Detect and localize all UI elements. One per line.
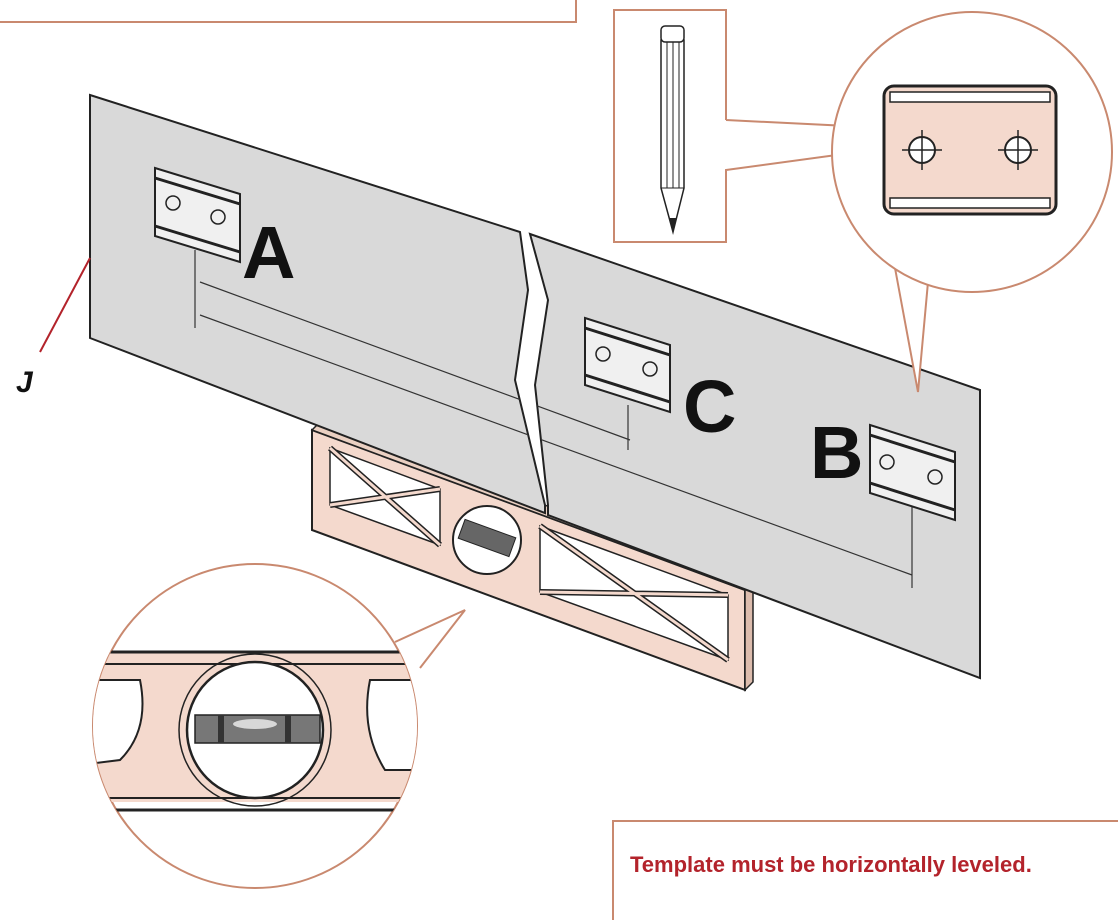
level-zoom-callout [92,563,466,889]
mounting-bracket-b-icon [869,423,956,522]
label-j: J [16,366,34,399]
instruction-note: Template must be horizontally leveled. [612,820,1118,920]
screw-hole-icon [902,130,942,170]
mounting-bracket-c-icon [584,316,671,414]
level-vial-icon [457,518,517,558]
dimension-lines [194,250,913,588]
pencil-icon [660,25,685,235]
label-c: C [683,365,736,448]
instruction-text: Template must be horizontally leveled. [630,852,1032,877]
callout-frame-top [0,0,577,23]
bracket-zoom-callout [831,11,1113,393]
mounting-bracket-a-icon [154,166,241,264]
screw-hole-icon [998,130,1038,170]
label-a: A [242,211,295,294]
label-b: B [810,411,863,494]
leader-line-j [39,257,91,353]
